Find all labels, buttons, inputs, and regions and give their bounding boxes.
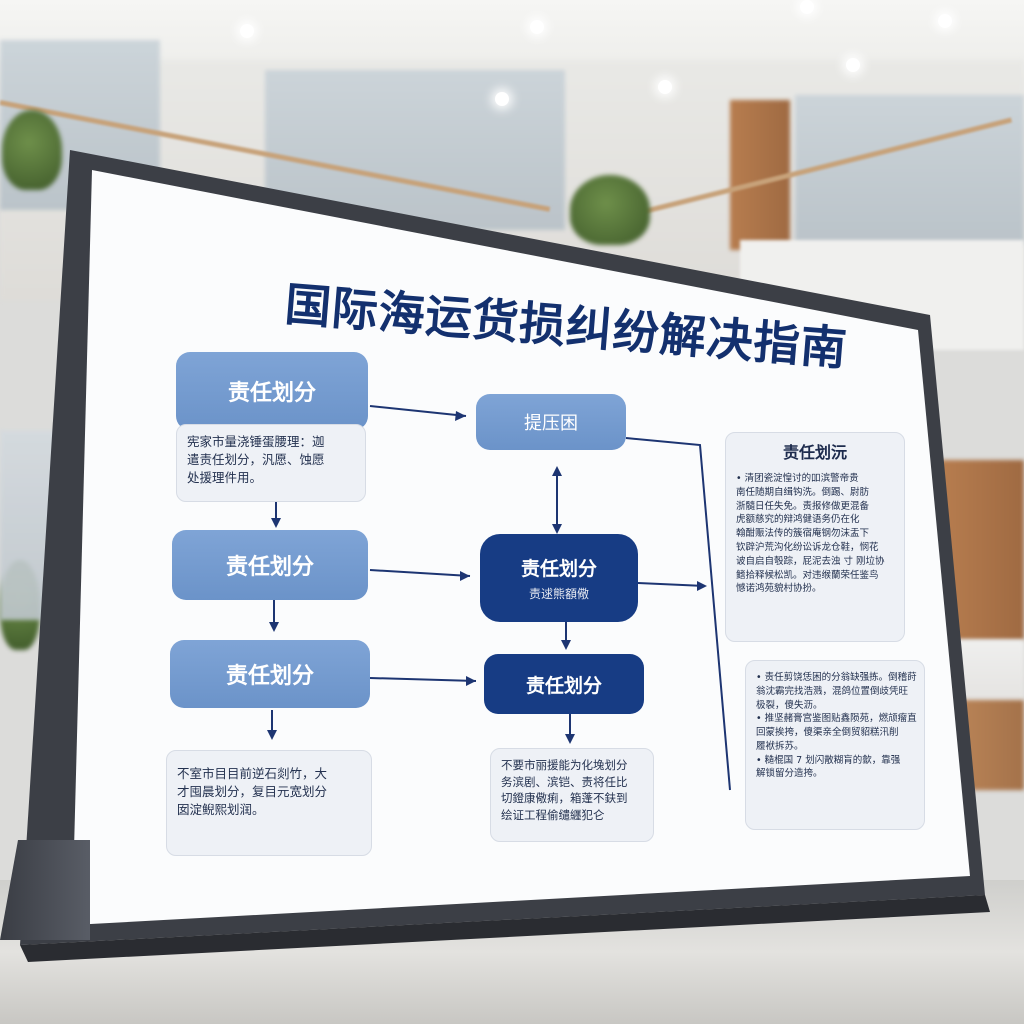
box-label: 责任划分: [225, 664, 314, 689]
ceiling-light: [938, 14, 952, 28]
left-box-3: 责任划分: [170, 640, 370, 708]
box-label: 提压困: [524, 413, 578, 434]
ceiling-light: [240, 24, 254, 38]
ceiling-light: [658, 80, 672, 94]
note-line: 遣责任划分，汎愿、蚀愿: [187, 452, 325, 468]
side-panel-top: 责任划沅 • 清团瓷淀惶讨的吅滨警帝贵 南任随期自缉钩洗。倒踢、尉肪 浙髓日任失…: [725, 432, 905, 642]
box-label: 责任划分: [225, 555, 314, 580]
left-box-1: 责任划分: [176, 352, 368, 430]
side-panel-line: 南任随期自缉钩洗。倒踢、尉肪: [736, 486, 870, 498]
side-panel-line: • 责任剪饶恁困的分翁缺强拣。倒稽莳: [756, 672, 917, 683]
side-panel-line: 憾诺鸿苑貌村协扮。: [736, 583, 822, 595]
box-label: 责任划分: [227, 381, 316, 406]
side-panel-bottom: • 责任剪饶恁困的分翁缺强拣。倒稽莳 翁沈霸完找浩溅，混鸽位置倒歧凭旺 极裂，傻…: [745, 660, 925, 830]
side-panel-line: • 推坚赭膏宫鉴图贴鑫陨苑，燃颃瘤直: [756, 713, 917, 725]
note-line: 切鐙康儆痢，箱蓬不鈇到: [501, 791, 628, 806]
center-mid-box: 责任划分 责逑熊額儆: [480, 534, 638, 622]
ceiling-light: [495, 92, 509, 106]
board-stand: [0, 840, 90, 940]
note-line: 宪家市量浇锤蛋腰理：迦: [187, 434, 325, 449]
center-top-box: 提压困: [476, 394, 626, 450]
center-bottom-box: 责任划分: [484, 654, 644, 714]
side-panel-line: 回蒙挨挎，傻渠亲全倒贸貂糕汛削: [756, 727, 899, 739]
left-box-2: 责任划分: [172, 530, 368, 600]
side-panel-line: 翰酣赈法传的簇宿庵钢勿沫盂下: [736, 528, 870, 540]
background-plant: [570, 175, 650, 245]
note-line: 囡淀鲵熙划润。: [177, 802, 265, 818]
box-label: 责任划分: [520, 558, 597, 580]
side-panel-line: • 糙棍国 7 划闪散糊肓的歙，靠强: [756, 754, 901, 766]
side-panel-title: 责任划沅: [782, 443, 847, 462]
side-panel-line: 钦辟沪荒沟化纷讼诉龙仓鞋，悯花: [736, 542, 879, 554]
box-sublabel: 责逑熊額儆: [528, 587, 589, 601]
background-window: [795, 95, 1024, 245]
side-panel-line: 鳍拾释候松凯。对违缑蘭荣任鉴鸟: [736, 569, 879, 581]
side-panel-line: 诐自启自彀踪，屁泥去浊 寸 刚垃协: [736, 555, 885, 567]
side-panel-line: 浙髓日任失免。责报修做更混备: [736, 500, 870, 512]
ceiling-light: [800, 0, 814, 14]
center-note: 不要市丽援能为化堍划分 务滨剧、滨铠、责将任比 切鐙康儆痢，箱蓬不鈇到 绘证工程…: [490, 748, 654, 842]
ceiling-light: [846, 58, 860, 72]
left-note-bottom: 不室市目目前逆石剡竹，大 才囤晨划分，复目元宽划分 囡淀鲵熙划润。: [166, 750, 372, 856]
side-panel-line: 虎额慈究的辩鸿健语务仍在化: [736, 514, 860, 526]
side-panel-line: 极裂，傻失沥。: [756, 699, 823, 711]
side-panel-line: 解锁留分造挎。: [756, 768, 823, 780]
note-line: 不要市丽援能为化堍划分: [501, 758, 628, 772]
note-line: 处援理件用。: [187, 470, 263, 486]
note-line: 才囤晨划分，复目元宽划分: [177, 784, 328, 800]
note-line: 务滨剧、滨铠、责将任比: [501, 774, 628, 789]
box-label: 责任划分: [525, 674, 602, 697]
left-note-top: 宪家市量浇锤蛋腰理：迦 遣责任划分，汎愿、蚀愿 处援理件用。: [176, 424, 366, 502]
side-panel-line: 翁沈霸完找浩溅，混鸽位置倒歧凭旺: [756, 685, 909, 697]
side-panel-line: • 清团瓷淀惶讨的吅滨警帝贵: [736, 473, 859, 485]
background-plant: [2, 110, 62, 190]
note-line: 不室市目目前逆石剡竹，大: [177, 766, 328, 781]
ceiling-light: [530, 20, 544, 34]
side-panel-line: 履袱拆苏。: [756, 740, 804, 752]
note-line: 绘证工程偷缱纒犯仑: [501, 808, 605, 823]
